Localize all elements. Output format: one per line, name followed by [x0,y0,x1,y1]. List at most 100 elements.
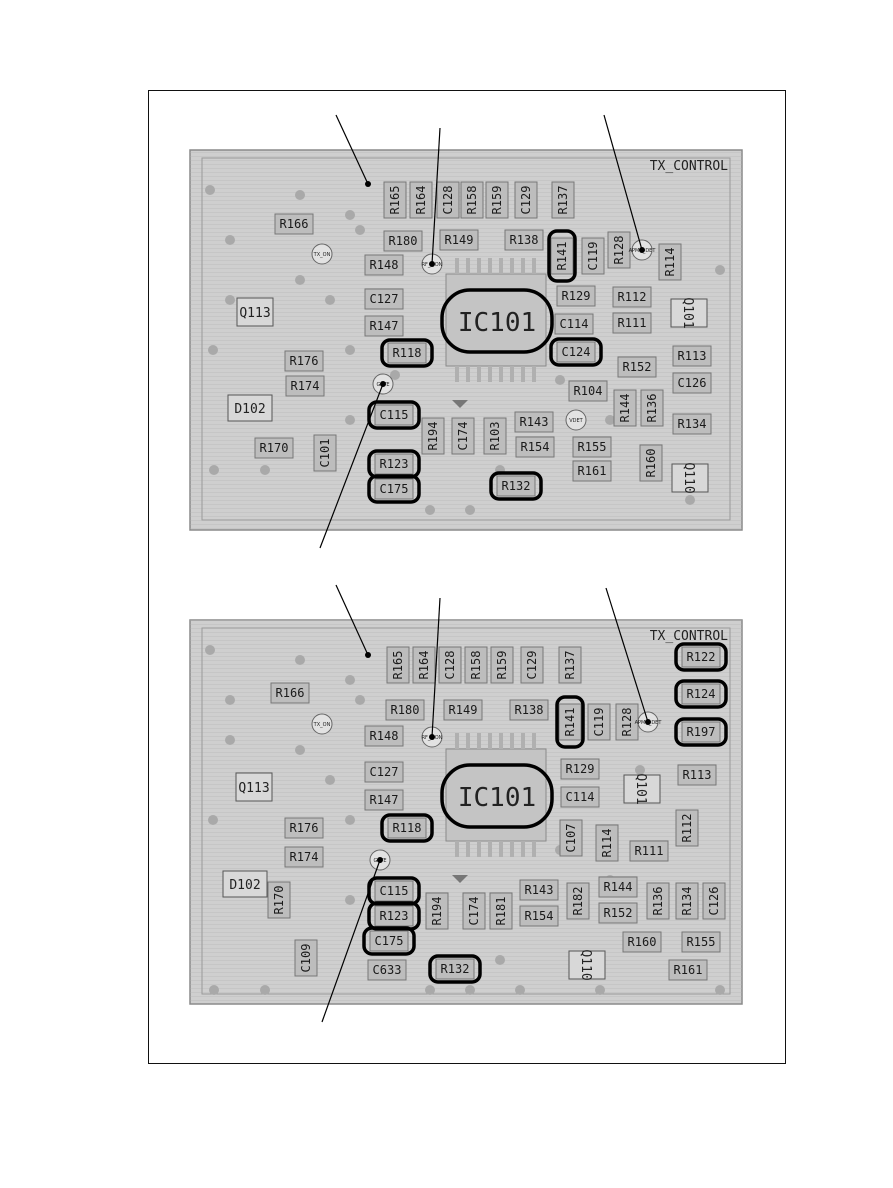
svg-text:C174: C174 [456,422,470,451]
svg-text:R134: R134 [678,417,707,431]
transistor-q113: Q113 [236,297,274,327]
component-r154: R154 [515,436,555,458]
svg-text:C129: C129 [519,186,533,215]
component-r134: R134 [672,413,712,435]
svg-text:R141: R141 [555,242,569,271]
component-r148: R148 [364,254,404,276]
leader-dot [429,261,435,267]
svg-text:R180: R180 [389,234,418,248]
component-r129: R129 [556,285,596,307]
component-c174: C174 [451,417,475,455]
testpoint-vdet: VDET [565,409,587,431]
leader-dot [429,734,435,740]
component-c126: C126 [702,882,726,920]
svg-text:R164: R164 [417,651,431,680]
svg-text:R164: R164 [414,186,428,215]
component-r180: R180 [383,230,423,252]
component-c129: C129 [514,181,538,219]
component-r114: R114 [658,243,682,281]
svg-text:C126: C126 [707,887,721,916]
component-c175: C175 [367,474,421,504]
component-r124: R124 [674,679,728,709]
svg-text:D102: D102 [229,878,260,893]
component-c128: C128 [436,181,460,219]
svg-text:R152: R152 [604,906,633,920]
svg-text:R159: R159 [490,186,504,215]
component-r161: R161 [668,959,708,981]
svg-text:C114: C114 [566,790,595,804]
svg-text:R170: R170 [272,886,286,915]
highlight-r132 [428,954,482,984]
svg-text:R197: R197 [687,725,716,739]
component-r138: R138 [504,229,544,251]
svg-text:R112: R112 [680,814,694,843]
component-r166: R166 [274,213,314,235]
component-c174: C174 [462,892,486,930]
component-r122: R122 [674,642,728,672]
highlight-r132 [489,471,543,501]
ic101-label: IC101 [458,308,536,338]
component-r174: R174 [285,375,325,397]
component-r165: R165 [386,646,410,684]
ic101: IC101 [440,733,554,857]
svg-text:R112: R112 [618,290,647,304]
svg-text:R138: R138 [510,233,539,247]
component-c115: C115 [367,876,421,906]
component-c127: C127 [364,761,404,783]
leader-dot [645,719,651,725]
component-c175: C175 [362,926,416,956]
svg-text:Q101: Q101 [633,773,648,804]
board-label: TX_CONTROL [650,629,728,644]
svg-text:R136: R136 [651,887,665,916]
component-r149: R149 [443,699,483,721]
transistor-q101: Q101 [623,773,661,805]
svg-text:R144: R144 [604,880,633,894]
component-r176: R176 [284,817,324,839]
leader-line [431,597,441,738]
svg-text:R159: R159 [495,651,509,680]
svg-text:R128: R128 [620,708,634,737]
component-r155: R155 [572,436,612,458]
component-c126: C126 [672,372,712,394]
component-r113: R113 [677,764,717,786]
component-r123: R123 [367,901,421,931]
component-r111: R111 [612,312,652,334]
component-r194: R194 [421,417,445,455]
component-r158: R158 [464,646,488,684]
highlight-r118 [380,338,434,368]
svg-text:R124: R124 [687,687,716,701]
highlight-c115 [367,400,421,430]
svg-text:C119: C119 [592,708,606,737]
leader-line [319,383,384,549]
leader-line [335,584,369,656]
component-r143: R143 [519,879,559,901]
testpoint-tx-on: TX_ON [311,243,333,265]
leader-dot [365,181,371,187]
component-r154: R154 [519,905,559,927]
svg-text:R170: R170 [260,441,289,455]
svg-text:R103: R103 [488,422,502,451]
component-c107: C107 [559,819,583,857]
component-r137: R137 [558,646,582,684]
svg-text:VDET: VDET [569,418,583,424]
component-r159: R159 [485,181,509,219]
svg-text:R174: R174 [291,379,320,393]
svg-text:R114: R114 [663,248,677,277]
svg-text:C124: C124 [562,345,591,359]
component-r128: R128 [615,703,639,741]
svg-text:R123: R123 [380,457,409,471]
component-c129: C129 [520,646,544,684]
leader-line [321,859,381,1023]
component-r128: R128 [607,231,631,269]
svg-text:C126: C126 [678,376,707,390]
svg-text:R176: R176 [290,821,319,835]
svg-text:C115: C115 [380,884,409,898]
highlight-r124 [674,679,728,709]
component-r141: R141 [555,695,585,749]
component-r144: R144 [598,876,638,898]
component-r164: R164 [409,181,433,219]
component-r161: R161 [572,460,612,482]
component-r138: R138 [509,699,549,721]
